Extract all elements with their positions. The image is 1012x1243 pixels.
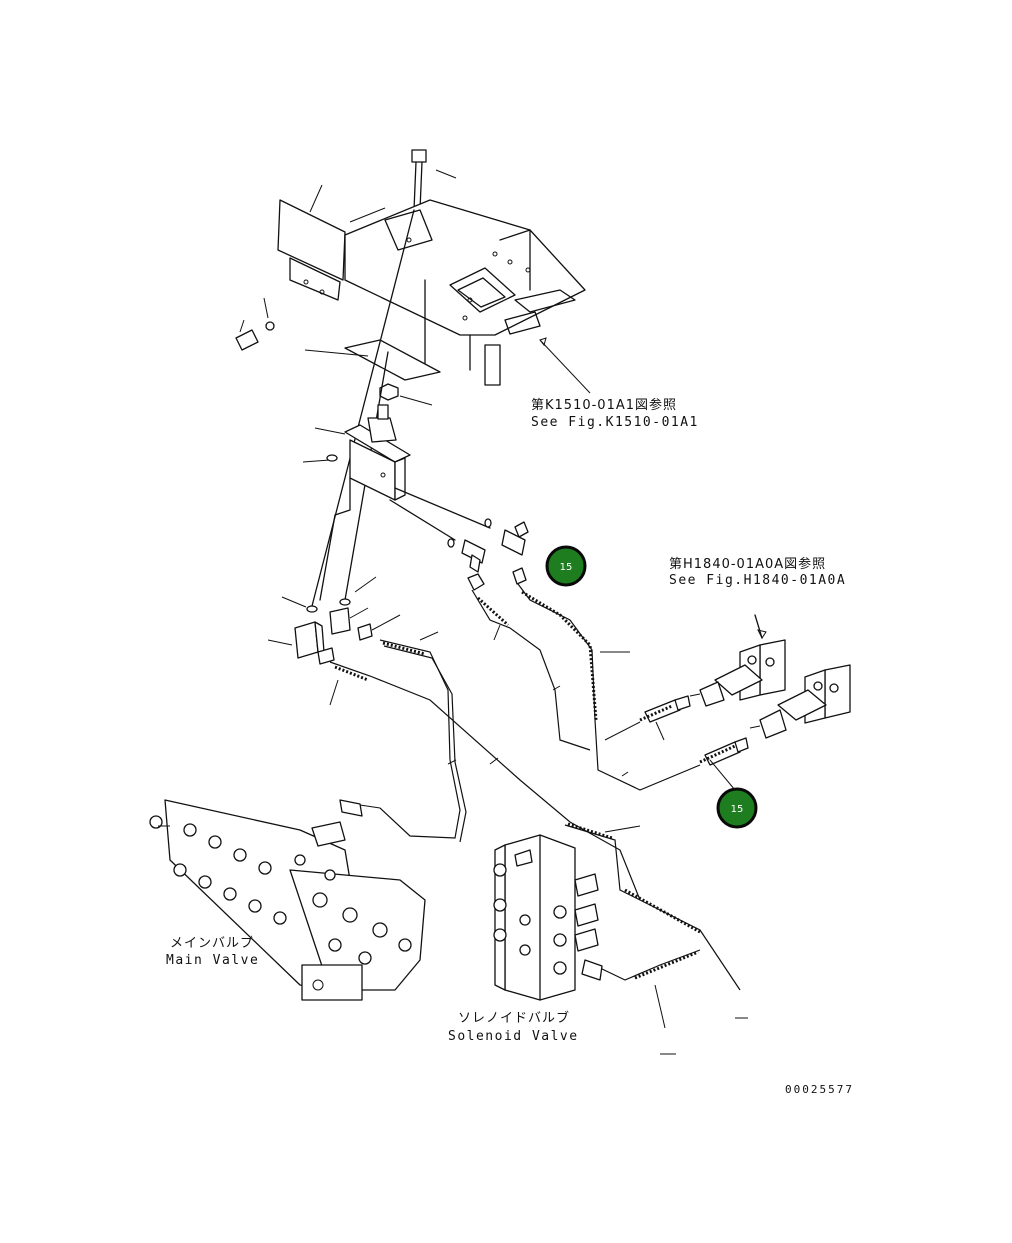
solenoid-hoses [564, 822, 748, 1055]
hose-to-solenoid [471, 589, 591, 751]
document-number: 00025577 [785, 1083, 854, 1096]
bracket-plate-left [277, 184, 346, 301]
hose-main-valve-2 [329, 661, 641, 901]
cover-plate [304, 339, 441, 381]
hose-main-valve-1 [379, 631, 467, 843]
pilot-valve [302, 404, 491, 601]
reference-label-top-en: See Fig.K1510-01A1 [531, 415, 699, 430]
reference-label-right-jp: 第H1840-01A0A図参照 [669, 556, 826, 572]
callout-badge-lower: 15 [716, 787, 758, 829]
reference-label-top-jp: 第K1510-01A1図参照 [531, 397, 677, 413]
hose-to-right-valve [517, 583, 701, 791]
top-bolt [411, 149, 457, 211]
control-rod-left [311, 209, 415, 607]
reference-label-top: 第K1510-01A1図参照 See Fig.K1510-01A1 [531, 397, 699, 430]
main-valve-label: メインバルブ Main Valve [166, 935, 259, 968]
nut [379, 383, 433, 406]
floor-frame [344, 199, 591, 394]
callout-badge-lower-label: 15 [731, 804, 744, 815]
solenoid-valve-label-en: Solenoid Valve [448, 1029, 579, 1044]
right-control-valve-upper [689, 614, 786, 707]
right-control-valve-lower [749, 664, 851, 739]
reference-label-right: 第H1840-01A0A図参照 See Fig.H1840-01A0A [669, 556, 846, 588]
solenoid-valve-label: ソレノイドバルブ Solenoid Valve [448, 1010, 579, 1044]
elbow-fittings [447, 518, 529, 591]
solenoid-valve-label-jp: ソレノイドバルブ [458, 1010, 570, 1026]
solenoid-valve [493, 834, 603, 1001]
callout-badge-upper-label: 15 [560, 562, 573, 573]
rod-adapters [267, 576, 401, 665]
bolt-and-washer [235, 297, 275, 351]
callout-badge-upper: 15 [545, 545, 587, 587]
main-valve [149, 799, 426, 1001]
main-valve-ports [173, 823, 412, 965]
right-fittings [604, 695, 749, 791]
reference-label-right-en: See Fig.H1840-01A0A [669, 573, 846, 588]
main-valve-label-jp: メインバルブ [170, 935, 254, 951]
main-valve-label-en: Main Valve [166, 953, 259, 968]
